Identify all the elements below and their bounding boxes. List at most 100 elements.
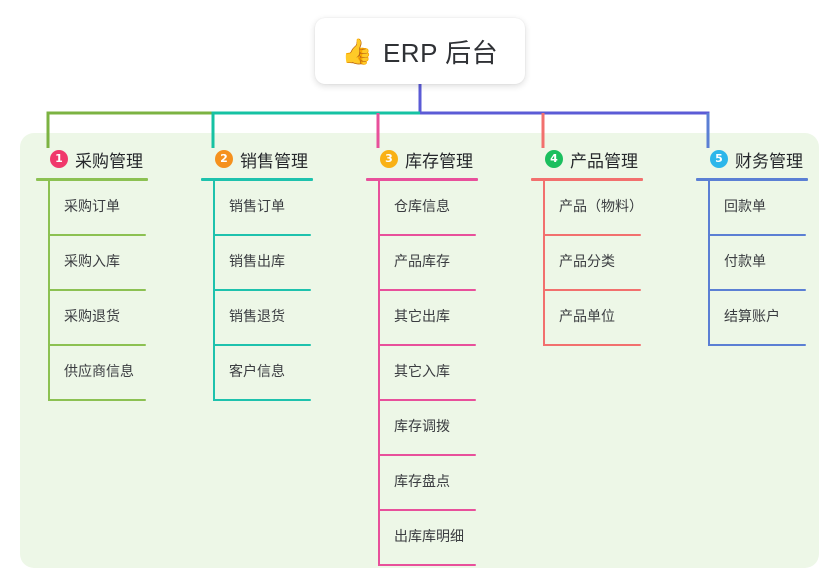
root-node[interactable]: 👍 ERP 后台 [315, 18, 525, 84]
branch-item-label: 库存调拨 [394, 418, 450, 434]
branch-title: 库存管理 [405, 151, 473, 171]
branch-item[interactable]: 回款单 [696, 181, 808, 236]
branch-item-label: 产品（物料） [559, 198, 643, 214]
branch-item-label: 回款单 [724, 198, 766, 214]
branch-header-2[interactable]: 2 销售管理 [201, 146, 313, 172]
branch-item[interactable]: 销售退货 [201, 291, 313, 346]
branch-item[interactable]: 产品单位 [531, 291, 643, 346]
branch-item-underline [378, 564, 476, 566]
branch-item-label: 库存盘点 [394, 473, 450, 489]
branch-header-underline [366, 178, 478, 181]
branch-title: 采购管理 [75, 151, 143, 171]
branch-column-4: 4 产品管理产品（物料） 产品分类产品单位 [531, 146, 643, 346]
branch-item[interactable]: 客户信息 [201, 346, 313, 401]
branch-stem [378, 181, 380, 566]
branch-item-list: 产品（物料） 产品分类产品单位 [531, 181, 643, 346]
branch-item-label: 销售订单 [229, 198, 285, 214]
branch-item[interactable]: 产品（物料） [531, 181, 643, 236]
branch-item-underline [543, 289, 641, 291]
branch-item[interactable]: 仓库信息 [366, 181, 478, 236]
branch-item-list: 销售订单销售出库销售退货客户信息 [201, 181, 313, 401]
branch-header-underline [201, 178, 313, 181]
branch-item[interactable]: 结算账户 [696, 291, 808, 346]
branch-item-underline [213, 289, 311, 291]
branch-header-underline [531, 178, 643, 181]
branch-stem [543, 181, 545, 346]
branch-item-underline [378, 234, 476, 236]
branch-title: 销售管理 [240, 151, 308, 171]
branch-item-underline [708, 344, 806, 346]
branch-item-label: 其它入库 [394, 363, 450, 379]
branch-item-underline [708, 289, 806, 291]
root-title: ERP 后台 [382, 37, 499, 68]
branch-item-label: 客户信息 [229, 363, 285, 379]
branch-item-underline [543, 344, 641, 346]
branch-item[interactable]: 库存调拨 [366, 401, 478, 456]
branch-number-badge: 2 [215, 150, 233, 168]
branch-item-label: 采购入库 [64, 253, 120, 269]
branch-header-underline [696, 178, 808, 181]
branch-item[interactable]: 销售出库 [201, 236, 313, 291]
branch-title: 财务管理 [735, 151, 803, 171]
branch-header-1[interactable]: 1 采购管理 [36, 146, 148, 172]
branch-item[interactable]: 销售订单 [201, 181, 313, 236]
branch-item-underline [48, 344, 146, 346]
branch-item-label: 销售退货 [229, 308, 285, 324]
branch-stem [708, 181, 710, 346]
branch-item-underline [48, 289, 146, 291]
branch-item-label: 其它出库 [394, 308, 450, 324]
branch-item[interactable]: 其它入库 [366, 346, 478, 401]
branch-item-underline [213, 344, 311, 346]
branch-title: 产品管理 [570, 151, 638, 171]
branch-item[interactable]: 采购退货 [36, 291, 148, 346]
branch-item-list: 回款单付款单结算账户 [696, 181, 808, 346]
branch-item[interactable]: 产品库存 [366, 236, 478, 291]
branch-item-label: 出库库明细 [394, 528, 464, 544]
branch-item-underline [213, 399, 311, 401]
branch-header-4[interactable]: 4 产品管理 [531, 146, 643, 172]
branch-item[interactable]: 出库库明细 [366, 511, 478, 566]
branch-item-underline [543, 234, 641, 236]
root-node-content: 👍 ERP 后台 [342, 33, 498, 70]
branch-item-underline [48, 234, 146, 236]
branch-item-label: 结算账户 [724, 308, 780, 324]
branch-item-underline [708, 234, 806, 236]
branch-item-label: 销售出库 [229, 253, 285, 269]
branch-item[interactable]: 产品分类 [531, 236, 643, 291]
branch-number-badge: 1 [50, 150, 68, 168]
branch-item-label: 采购订单 [64, 198, 120, 214]
branch-item-label: 采购退货 [64, 308, 120, 324]
branch-item-label: 付款单 [724, 253, 766, 269]
branch-column-3: 3 库存管理仓库信息产品库存其它出库其它入库库存调拨库存盘点出库库明细 [366, 146, 478, 566]
branch-item-label: 仓库信息 [394, 198, 450, 214]
branch-item-underline [378, 399, 476, 401]
branch-item-label: 供应商信息 [64, 363, 134, 379]
branch-number-badge: 4 [545, 150, 563, 168]
branch-item-list: 采购订单采购入库采购退货供应商信息 [36, 181, 148, 401]
branch-header-5[interactable]: 5 财务管理 [696, 146, 808, 172]
branch-item-underline [48, 399, 146, 401]
branch-item-underline [378, 289, 476, 291]
branch-item[interactable]: 付款单 [696, 236, 808, 291]
branch-item-underline [378, 344, 476, 346]
branch-item-label: 产品库存 [394, 253, 450, 269]
branch-item-list: 仓库信息产品库存其它出库其它入库库存调拨库存盘点出库库明细 [366, 181, 478, 566]
branch-item[interactable]: 采购入库 [36, 236, 148, 291]
branch-item[interactable]: 库存盘点 [366, 456, 478, 511]
branch-item-underline [378, 454, 476, 456]
branch-column-5: 5 财务管理回款单付款单结算账户 [696, 146, 808, 346]
branches-panel [20, 133, 819, 568]
branch-item[interactable]: 供应商信息 [36, 346, 148, 401]
branch-item-label: 产品分类 [559, 253, 615, 269]
branch-item-underline [378, 509, 476, 511]
branch-header-underline [36, 178, 148, 181]
branch-item[interactable]: 其它出库 [366, 291, 478, 346]
thumbs-up-icon: 👍 [341, 36, 373, 66]
branch-number-badge: 3 [380, 150, 398, 168]
branch-header-3[interactable]: 3 库存管理 [366, 146, 478, 172]
branch-item[interactable]: 采购订单 [36, 181, 148, 236]
branch-column-2: 2 销售管理销售订单销售出库销售退货客户信息 [201, 146, 313, 401]
branch-item-underline [213, 234, 311, 236]
branch-number-badge: 5 [710, 150, 728, 168]
